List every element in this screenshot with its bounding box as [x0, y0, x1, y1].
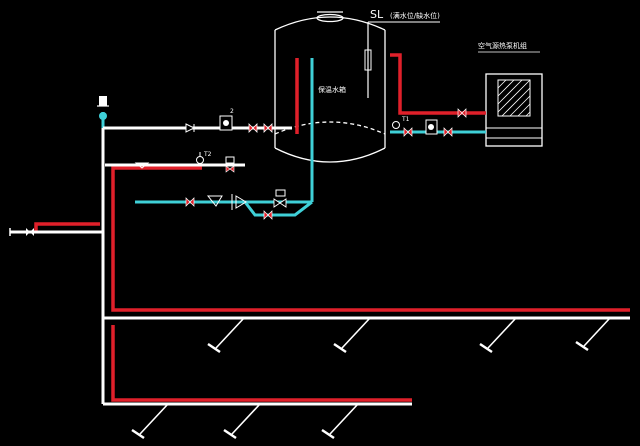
outlet-taps-upper	[207, 317, 611, 354]
t1-label: T1	[401, 116, 410, 123]
check-valve-icon	[206, 194, 247, 210]
white-pipes	[10, 126, 630, 406]
heat-pump-label: 空气源热泵机组	[478, 41, 527, 50]
float-valve-icon	[134, 162, 150, 169]
pump-icon	[425, 119, 438, 135]
gate-valve-icon	[248, 123, 273, 133]
gate-valve-icon	[403, 108, 467, 137]
solenoid-valve-icon	[225, 156, 235, 173]
t2-label: T2	[203, 151, 212, 158]
svg-text:2: 2	[230, 108, 234, 115]
tank-level-switch: SL (满水位/缺水位)	[364, 8, 440, 98]
level-note-label: (满水位/缺水位)	[390, 11, 440, 20]
tank-label: 保温水箱	[318, 85, 346, 94]
air-vent-icon	[97, 96, 109, 120]
outlet-taps-lower	[131, 403, 359, 440]
thermometer-icon: T2	[196, 151, 212, 164]
thermometer-icon: T1	[392, 116, 410, 129]
hot-water-pipes	[34, 53, 630, 402]
solenoid-valve-icon	[273, 189, 287, 208]
hatch-grill-icon	[497, 79, 531, 117]
level-code-label: SL	[370, 8, 384, 21]
pump-icon: 2	[219, 108, 234, 131]
gate-valve-icon	[263, 210, 273, 220]
tap-icon	[9, 228, 34, 236]
heat-pump-unit: 空气源热泵机组	[478, 41, 543, 147]
check-valve-icon	[185, 123, 196, 133]
tank-manhole	[316, 13, 344, 23]
cold-water-pipes	[101, 58, 486, 217]
gate-valve-icon	[185, 197, 195, 207]
